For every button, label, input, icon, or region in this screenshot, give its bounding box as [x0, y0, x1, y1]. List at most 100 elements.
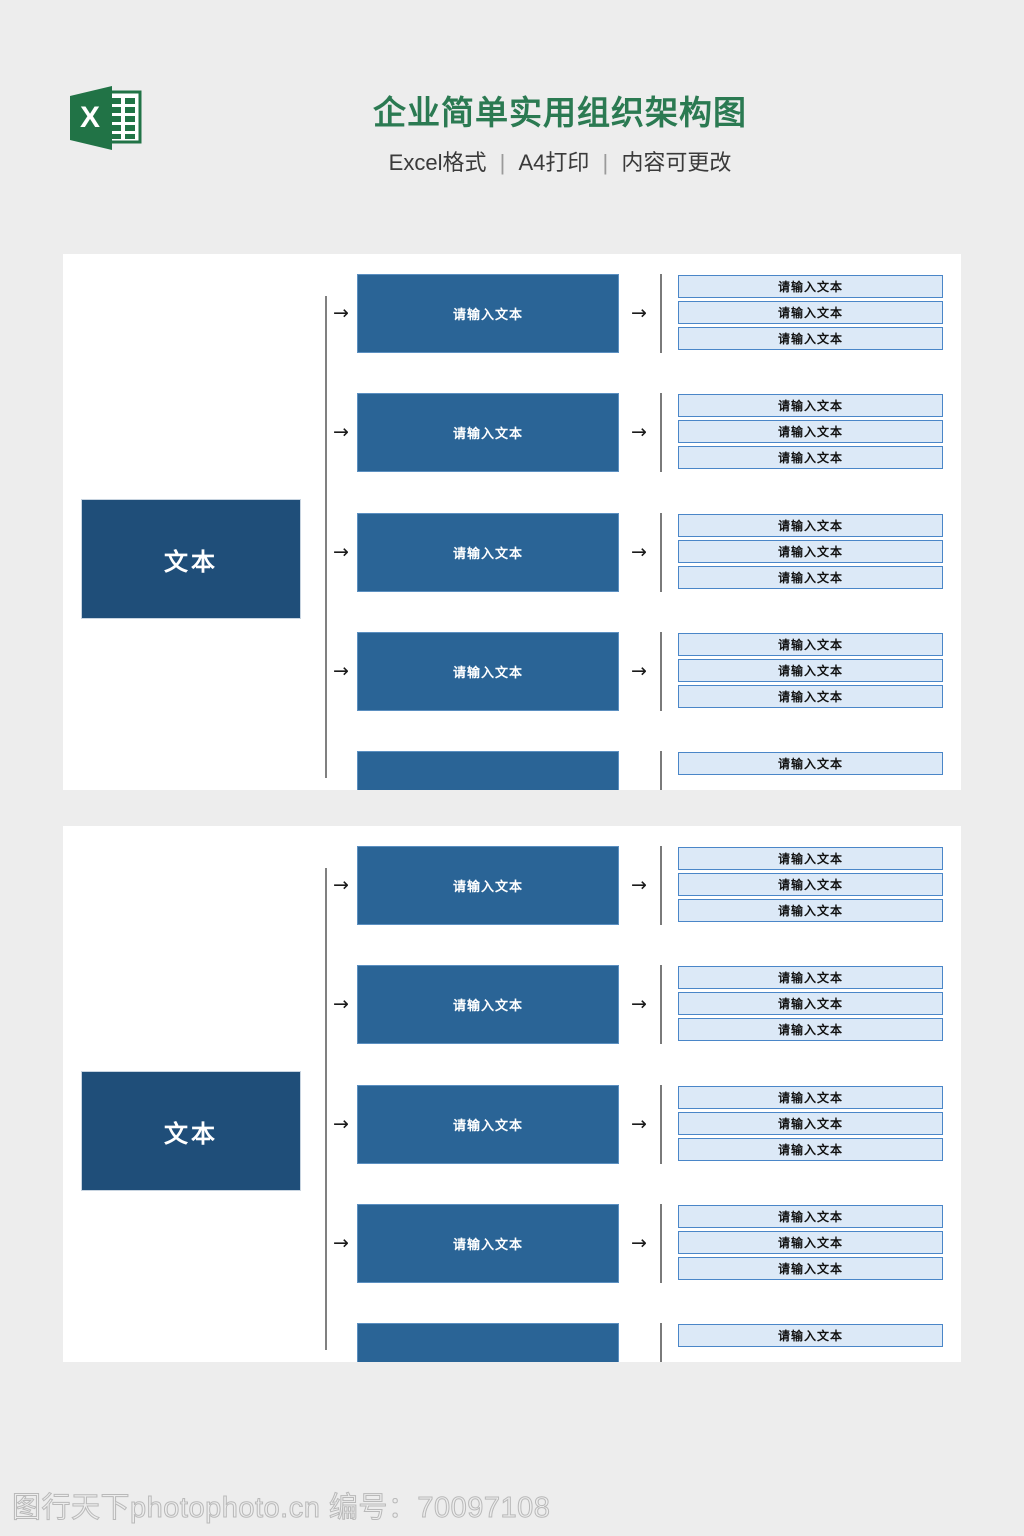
leaf-node-box[interactable]: 请输入文本 [678, 514, 943, 537]
arrow-right-icon: → [333, 660, 349, 682]
leaf-node-box[interactable]: 请输入文本 [678, 446, 943, 469]
mid-node-box[interactable]: 请输入文本 [357, 846, 619, 925]
root-node-box-1[interactable]: 文本 [81, 499, 301, 619]
leaf-stack: 请输入文本 请输入文本 请输入文本 [678, 514, 943, 589]
arrow-right-icon: → [631, 660, 647, 682]
leaf-node-box[interactable]: 请输入文本 [678, 275, 943, 298]
mid-node-box[interactable]: 请输入文本 [357, 513, 619, 592]
group-connector-bar [660, 1085, 662, 1164]
arrow-right-icon: → [631, 1232, 647, 1254]
arrow-right-icon: → [631, 302, 647, 324]
mid-node-label: 请输入文本 [452, 879, 523, 894]
leaf-node-box[interactable]: 请输入文本 [678, 327, 943, 350]
mid-node-label: 请输入文本 [452, 546, 523, 561]
leaf-node-box[interactable]: 请输入文本 [678, 394, 943, 417]
group-connector-bar [660, 513, 662, 592]
leaf-node-box[interactable]: 请输入文本 [678, 301, 943, 324]
mid-node-label: 请输入文本 [452, 998, 523, 1013]
page-subtitle: Excel格式 | A4打印 | 内容可更改 [160, 143, 960, 183]
mid-node-box[interactable] [357, 1323, 619, 1362]
mid-node-box[interactable]: 请输入文本 [357, 632, 619, 711]
leaf-node-box[interactable]: 请输入文本 [678, 1086, 943, 1109]
leaf-node-box[interactable]: 请输入文本 [678, 1112, 943, 1135]
subtitle-separator-1: | [499, 150, 506, 175]
mid-node-box[interactable]: 请输入文本 [357, 1204, 619, 1283]
arrow-right-icon: → [333, 421, 349, 443]
leaf-node-box[interactable]: 请输入文本 [678, 873, 943, 896]
leaf-stack: 请输入文本 请输入文本 请输入文本 [678, 1205, 943, 1280]
leaf-stack: 请输入文本 请输入文本 请输入文本 [678, 966, 943, 1041]
mid-node-box[interactable]: 请输入文本 [357, 393, 619, 472]
leaf-node-box[interactable]: 请输入文本 [678, 685, 943, 708]
leaf-node-box[interactable]: 请输入文本 [678, 752, 943, 775]
subtitle-part-print: A4打印 [518, 150, 590, 175]
arrow-right-icon: → [631, 1113, 647, 1135]
root-node-box-2[interactable]: 文本 [81, 1071, 301, 1191]
leaf-stack: 请输入文本 [678, 1324, 943, 1347]
leaf-node-box[interactable]: 请输入文本 [678, 540, 943, 563]
org-chart-panel-1: 文本 → 请输入文本 → 请输入文本 请输入文本 请输入文本 → 请输入文本 →… [63, 254, 961, 790]
group-connector-bar [660, 1323, 662, 1362]
mid-node-box[interactable]: 请输入文本 [357, 965, 619, 1044]
arrow-right-icon: → [631, 874, 647, 896]
leaf-node-box[interactable]: 请输入文本 [678, 1231, 943, 1254]
leaf-node-box[interactable]: 请输入文本 [678, 847, 943, 870]
arrow-right-icon: → [333, 302, 349, 324]
leaf-node-box[interactable]: 请输入文本 [678, 1324, 943, 1347]
leaf-node-box[interactable]: 请输入文本 [678, 1138, 943, 1161]
group-connector-bar [660, 965, 662, 1044]
mid-node-label: 请输入文本 [452, 307, 523, 322]
leaf-stack: 请输入文本 请输入文本 请输入文本 [678, 1086, 943, 1161]
arrow-right-icon: → [333, 1232, 349, 1254]
root-node-label: 文本 [164, 1120, 218, 1148]
leaf-stack: 请输入文本 [678, 752, 943, 775]
mid-node-label: 请输入文本 [452, 1237, 523, 1252]
leaf-node-box[interactable]: 请输入文本 [678, 659, 943, 682]
svg-text:X: X [80, 101, 100, 134]
group-connector-bar [660, 274, 662, 353]
leaf-stack: 请输入文本 请输入文本 请输入文本 [678, 847, 943, 922]
mid-node-label: 请输入文本 [452, 1118, 523, 1133]
arrow-right-icon: → [333, 993, 349, 1015]
group-connector-bar [660, 751, 662, 790]
excel-file-icon: X [66, 82, 144, 154]
leaf-stack: 请输入文本 请输入文本 请输入文本 [678, 394, 943, 469]
group-connector-bar [660, 632, 662, 711]
leaf-node-box[interactable]: 请输入文本 [678, 966, 943, 989]
arrow-right-icon: → [631, 421, 647, 443]
leaf-node-box[interactable]: 请输入文本 [678, 420, 943, 443]
leaf-node-box[interactable]: 请输入文本 [678, 899, 943, 922]
root-node-label: 文本 [164, 548, 218, 576]
leaf-stack: 请输入文本 请输入文本 请输入文本 [678, 633, 943, 708]
mid-node-label: 请输入文本 [452, 665, 523, 680]
subtitle-part-editable: 内容可更改 [621, 150, 732, 175]
title-block: 企业简单实用组织架构图 Excel格式 | A4打印 | 内容可更改 [160, 90, 960, 183]
arrow-right-icon: → [333, 541, 349, 563]
arrow-right-icon: → [333, 874, 349, 896]
subtitle-separator-2: | [602, 150, 609, 175]
leaf-node-box[interactable]: 请输入文本 [678, 566, 943, 589]
leaf-node-box[interactable]: 请输入文本 [678, 1205, 943, 1228]
page-header: X 企业简单实用组织架构图 Excel格式 | A4打印 | 内容可更改 [0, 0, 1024, 230]
arrow-right-icon: → [631, 993, 647, 1015]
page-title: 企业简单实用组织架构图 [373, 94, 747, 131]
group-connector-bar [660, 846, 662, 925]
subtitle-part-format: Excel格式 [388, 150, 487, 175]
group-connector-bar [660, 393, 662, 472]
mid-node-box[interactable]: 请输入文本 [357, 1085, 619, 1164]
leaf-node-box[interactable]: 请输入文本 [678, 1257, 943, 1280]
leaf-node-box[interactable]: 请输入文本 [678, 992, 943, 1015]
org-chart-panel-2: 文本 → 请输入文本 → 请输入文本 请输入文本 请输入文本 → 请输入文本 →… [63, 826, 961, 1362]
watermark-text: 图行天下photophoto.cn 编号：70097108 [11, 1492, 551, 1525]
vertical-spine-2 [325, 868, 327, 1350]
mid-node-box[interactable]: 请输入文本 [357, 274, 619, 353]
leaf-node-box[interactable]: 请输入文本 [678, 633, 943, 656]
vertical-spine-1 [325, 296, 327, 778]
mid-node-box[interactable] [357, 751, 619, 790]
mid-node-label: 请输入文本 [452, 426, 523, 441]
leaf-node-box[interactable]: 请输入文本 [678, 1018, 943, 1041]
arrow-right-icon: → [333, 1113, 349, 1135]
arrow-right-icon: → [631, 541, 647, 563]
group-connector-bar [660, 1204, 662, 1283]
leaf-stack: 请输入文本 请输入文本 请输入文本 [678, 275, 943, 350]
